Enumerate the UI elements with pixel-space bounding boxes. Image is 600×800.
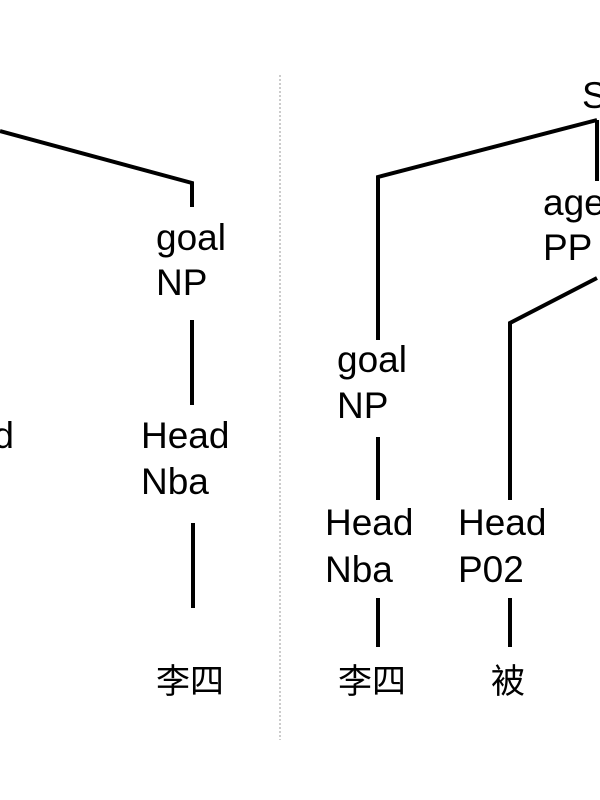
right-root-label: S	[582, 75, 600, 116]
right-goal-role: goal	[337, 339, 407, 380]
left-partial-head-label: Head	[0, 415, 14, 456]
right-edge-pp-head	[508, 276, 598, 500]
left-head-role: Head	[141, 415, 229, 456]
left-edge-to-goal	[0, 129, 194, 207]
right-word-bei: 被	[491, 662, 525, 702]
right-head-nba-role: Head	[325, 502, 413, 543]
left-word: 李四	[156, 662, 224, 702]
right-edge-s-goal	[376, 118, 598, 340]
left-goal-role: goal	[156, 217, 226, 258]
left-goal-category: NP	[156, 262, 207, 303]
right-word-lisi: 李四	[338, 662, 406, 702]
right-head-p02-category: P02	[458, 549, 524, 590]
right-head-nba-category: Nba	[325, 549, 393, 590]
right-agent-role: agent	[543, 182, 600, 223]
right-agent-category: PP	[543, 227, 592, 268]
left-head-category: Nba	[141, 461, 209, 502]
right-head-p02-role: Head	[458, 502, 546, 543]
right-goal-category: NP	[337, 385, 388, 426]
